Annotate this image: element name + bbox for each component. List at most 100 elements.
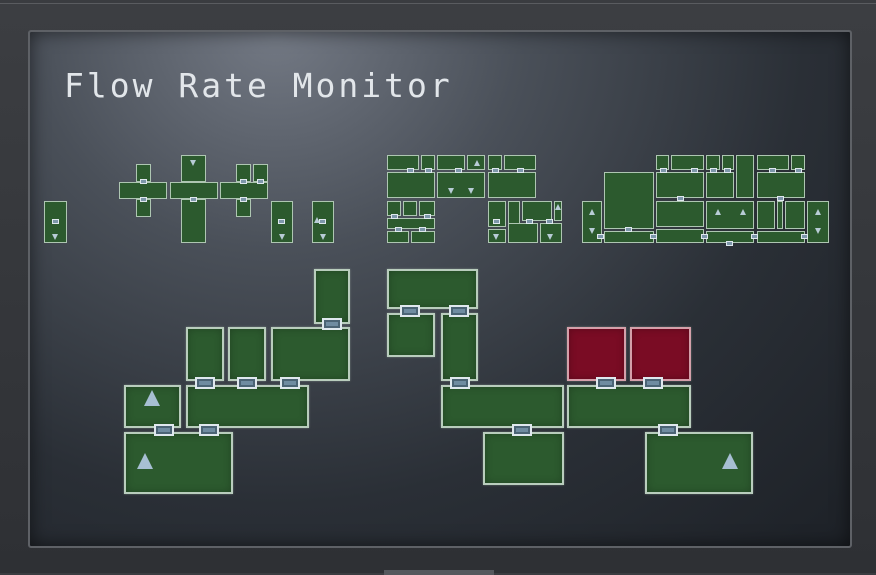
triangle-up-icon (555, 204, 561, 210)
door-icon (724, 168, 731, 173)
room[interactable] (671, 155, 704, 170)
room[interactable] (785, 201, 805, 229)
room[interactable] (656, 201, 704, 227)
door-icon (449, 305, 469, 317)
triangle-down-icon (493, 234, 499, 240)
triangle-up-icon (815, 209, 821, 215)
triangle-down-icon (320, 234, 326, 240)
room[interactable] (604, 231, 654, 243)
room[interactable] (706, 172, 734, 198)
room[interactable] (437, 172, 485, 198)
room[interactable] (387, 313, 435, 357)
door-icon (691, 168, 698, 173)
room[interactable] (582, 201, 602, 243)
room[interactable] (314, 269, 350, 324)
triangle-down-icon (815, 228, 821, 234)
room[interactable] (437, 155, 465, 170)
door-icon (391, 214, 398, 219)
door-icon (319, 219, 326, 224)
room[interactable] (387, 172, 435, 198)
room-alarm[interactable] (630, 327, 691, 381)
door-icon (455, 168, 462, 173)
room[interactable] (488, 172, 536, 198)
door-icon (140, 197, 147, 202)
triangle-down-icon (547, 234, 553, 240)
room[interactable] (387, 218, 435, 229)
room[interactable] (604, 172, 654, 229)
door-icon (596, 377, 616, 389)
door-icon (650, 234, 657, 239)
door-icon (643, 377, 663, 389)
monitor-stand (384, 570, 494, 575)
room[interactable] (387, 155, 419, 170)
door-icon (769, 168, 776, 173)
door-icon (795, 168, 802, 173)
door-icon (625, 227, 632, 232)
triangle-down-icon (190, 160, 196, 166)
door-icon (710, 168, 717, 173)
door-icon (407, 168, 414, 173)
room[interactable] (757, 201, 775, 229)
door-icon (425, 168, 432, 173)
room[interactable] (387, 231, 409, 243)
page-title: Flow Rate Monitor (64, 66, 453, 105)
triangle-up-icon (722, 453, 738, 469)
room[interactable] (228, 327, 266, 381)
room[interactable] (554, 201, 562, 221)
room[interactable] (656, 229, 704, 243)
room[interactable] (403, 201, 417, 216)
room[interactable] (186, 327, 224, 381)
room[interactable] (441, 385, 564, 428)
triangle-down-icon (468, 188, 474, 194)
door-icon (493, 219, 500, 224)
room[interactable] (807, 201, 829, 243)
room[interactable] (181, 155, 206, 182)
door-icon (777, 196, 784, 201)
door-icon (492, 168, 499, 173)
door-icon (450, 377, 470, 389)
door-icon (237, 377, 257, 389)
door-icon (322, 318, 342, 330)
room[interactable] (387, 269, 478, 309)
room[interactable] (757, 231, 805, 243)
door-icon (546, 219, 553, 224)
room[interactable] (567, 385, 691, 428)
door-icon (701, 234, 708, 239)
room[interactable] (181, 199, 206, 243)
room[interactable] (483, 432, 564, 485)
door-icon (195, 377, 215, 389)
door-icon (240, 197, 247, 202)
door-icon (257, 179, 264, 184)
room[interactable] (522, 201, 552, 221)
door-icon (395, 227, 402, 232)
triangle-up-icon (474, 160, 480, 166)
door-icon (658, 424, 678, 436)
room[interactable] (411, 231, 435, 243)
door-icon (199, 424, 219, 436)
triangle-up-icon (314, 217, 320, 223)
triangle-up-icon (589, 209, 595, 215)
triangle-down-icon (448, 188, 454, 194)
room[interactable] (508, 223, 538, 243)
triangle-up-icon (137, 453, 153, 469)
triangle-down-icon (589, 228, 595, 234)
room[interactable] (441, 313, 478, 381)
door-icon (400, 305, 420, 317)
door-icon (512, 424, 532, 436)
room[interactable] (271, 327, 350, 381)
room[interactable] (777, 201, 783, 229)
door-icon (677, 196, 684, 201)
room[interactable] (540, 223, 562, 243)
room[interactable] (757, 172, 805, 198)
triangle-up-icon (144, 390, 160, 406)
room[interactable] (706, 201, 754, 229)
door-icon (726, 241, 733, 246)
room[interactable] (186, 385, 309, 428)
room-alarm[interactable] (567, 327, 626, 381)
room[interactable] (488, 201, 506, 227)
door-icon (280, 377, 300, 389)
door-icon (526, 219, 533, 224)
room[interactable] (656, 172, 704, 198)
door-icon (52, 219, 59, 224)
room[interactable] (736, 155, 754, 198)
